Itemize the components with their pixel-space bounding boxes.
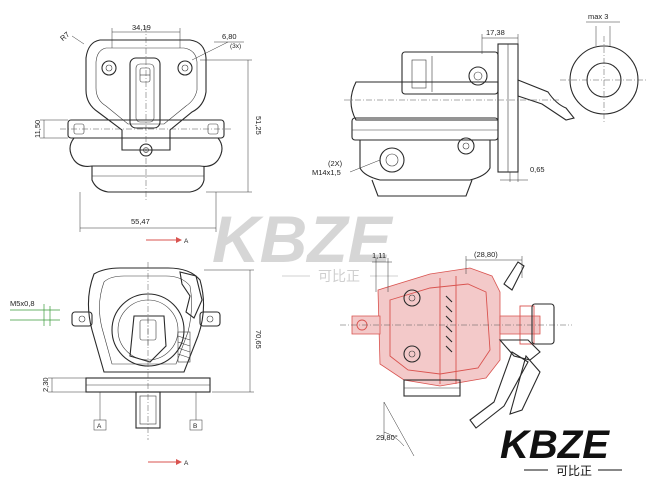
watermark-brand: KBZE — [212, 202, 394, 276]
section-spring — [445, 295, 453, 353]
spring-coil — [177, 331, 191, 363]
view-top-right: 17,38 max 3 (2X) M14x1,5 0,65 — [312, 12, 646, 197]
dim-thread-count: (2X) — [328, 159, 343, 168]
dim-height-small: 11,50 — [33, 120, 42, 138]
dim-stud-spec: M5x0,8 — [10, 299, 35, 308]
dim-height-bottom: 70,65 — [254, 330, 263, 349]
datum-b: B — [193, 423, 197, 430]
dim-flange-width: 34,19 — [132, 23, 151, 32]
dim-small: 1,11 — [372, 251, 386, 260]
watermark-sub: 可比正 — [318, 268, 360, 284]
view-bottom-right: 1,11 (28,80) 29,80° — [340, 250, 572, 457]
logo-brand: KBZE — [500, 423, 610, 467]
dim-height-total: 51,25 — [254, 116, 263, 135]
view-top-left: 34,19 R7 6,80 (3x) 51,25 11,50 55,47 A — [33, 23, 263, 245]
dim-thread-spec: M14x1,5 — [312, 168, 341, 177]
dim-gap: 0,65 — [530, 165, 545, 174]
dim-hole-count: (3x) — [230, 43, 241, 50]
dim-offset-top: 17,38 — [486, 28, 505, 37]
section-marker-top: A — [184, 238, 189, 245]
dim-max-label: max 3 — [588, 12, 608, 21]
dim-angle: 29,80° — [376, 433, 398, 442]
dim-hole-size: 6,80 — [222, 32, 237, 41]
logo-sub: 可比正 — [556, 464, 592, 478]
dim-width-section: (28,80) — [474, 250, 498, 259]
brand-logo: KBZE 可比正 — [500, 423, 622, 478]
dim-base-width: 55,47 — [131, 217, 150, 226]
view-bottom-left: M5x0,8 70,65 2,30 A B A — [10, 262, 263, 467]
dim-radius: R7 — [58, 30, 71, 43]
watermark: KBZE 可比正 — [212, 202, 398, 284]
dim-base-thickness: 2,30 — [41, 377, 50, 392]
datum-a: A — [97, 423, 102, 430]
section-marker-bottom: A — [184, 460, 189, 467]
